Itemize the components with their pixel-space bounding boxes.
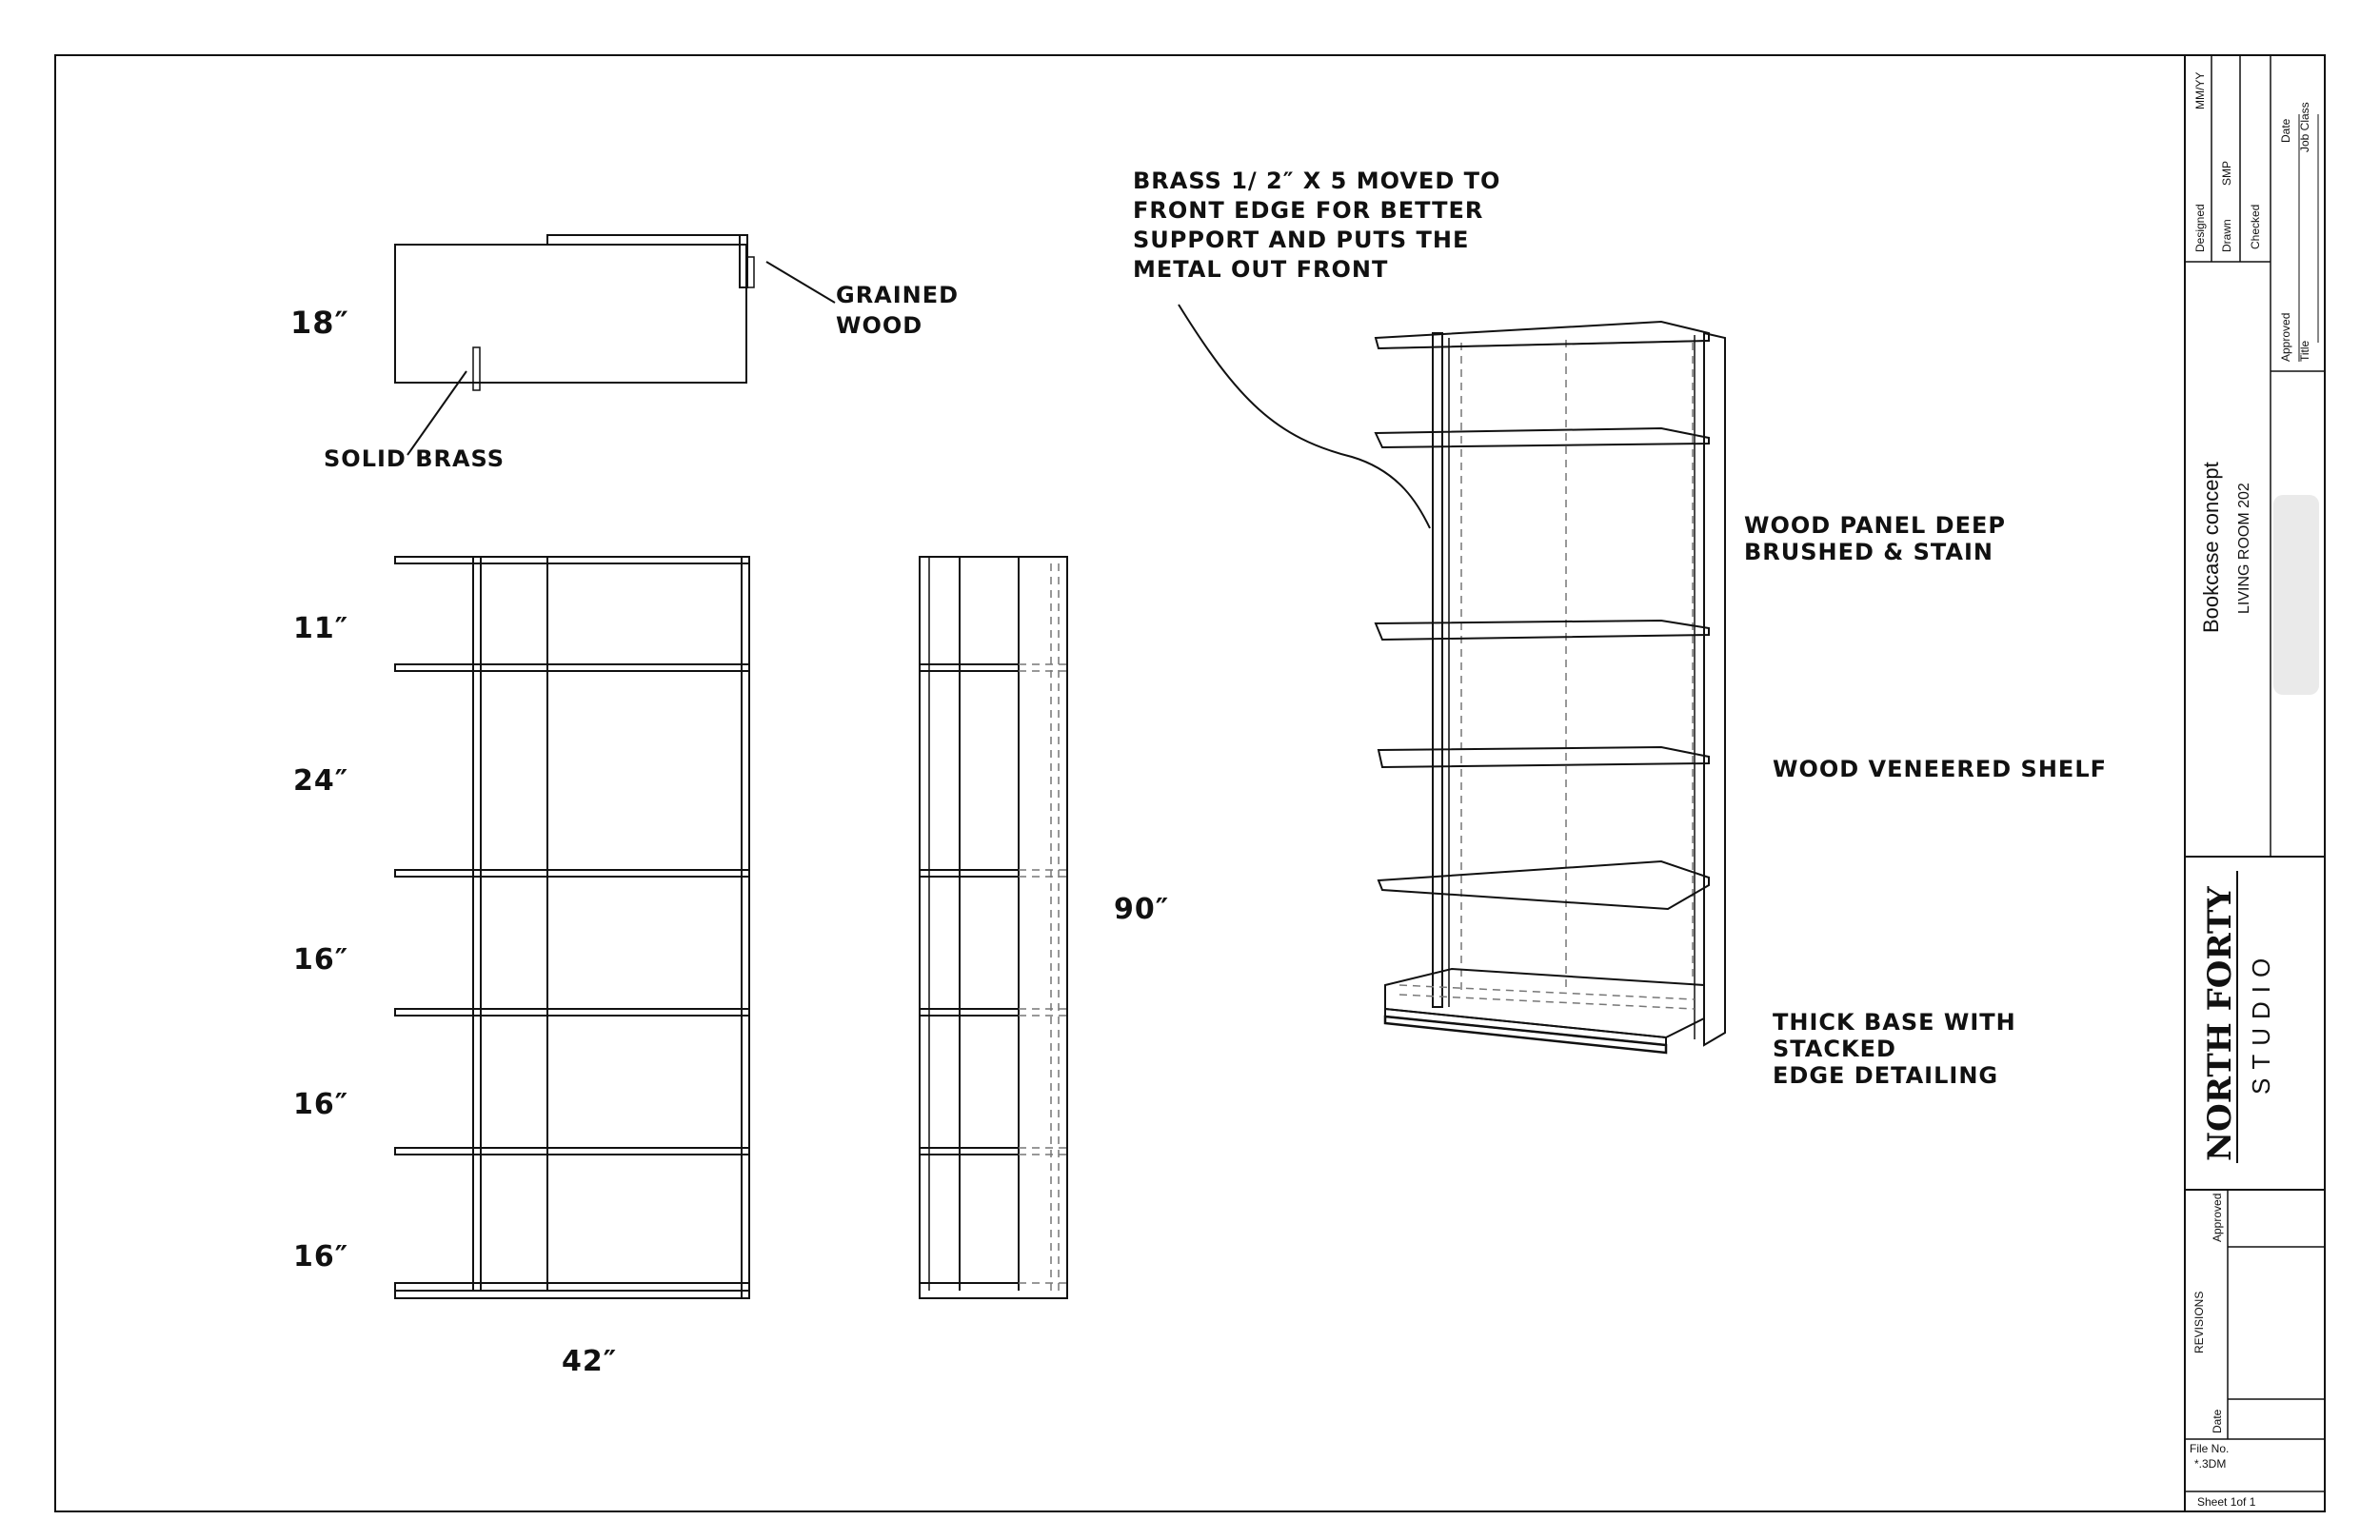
sheet-border bbox=[54, 54, 2326, 1512]
rev-approved-label: Approved bbox=[2211, 1194, 2224, 1242]
base-note-line-3: EDGE DETAILING bbox=[1773, 1062, 1998, 1089]
dim-16-c: 16″ bbox=[293, 1240, 348, 1273]
title-label: Title bbox=[2298, 340, 2311, 362]
brass-note-line-1: BRASS 1/ 2″ X 5 MOVED TO bbox=[1133, 168, 1500, 194]
blurred-client-name bbox=[2273, 495, 2319, 695]
file-no-label: File No. bbox=[2190, 1442, 2229, 1455]
file-no-value: *.3DM bbox=[2194, 1457, 2226, 1471]
approved-label: Approved bbox=[2279, 313, 2292, 362]
brass-note-line-4: METAL OUT FRONT bbox=[1133, 256, 1388, 283]
front-elevation bbox=[394, 556, 750, 1299]
studio-name: NORTH FORTY bbox=[2201, 886, 2239, 1161]
base-note-line-2: STACKED bbox=[1773, 1036, 1896, 1062]
dim-24: 24″ bbox=[293, 764, 348, 798]
project-title: Bookcase concept bbox=[2199, 462, 2223, 633]
grained-wood-label-2: WOOD bbox=[836, 312, 922, 339]
checked-label: Checked bbox=[2249, 205, 2262, 249]
designed-value: MM/YY bbox=[2193, 72, 2207, 109]
dim-11: 11″ bbox=[293, 612, 348, 645]
drawn-value: SMP bbox=[2220, 161, 2233, 186]
project-subtitle: LIVING ROOM 202 bbox=[2236, 483, 2252, 614]
base-note-line-1: THICK BASE WITH bbox=[1773, 1009, 2016, 1036]
dim-16-a: 16″ bbox=[293, 943, 348, 977]
height-dim-90: 90″ bbox=[1114, 893, 1169, 926]
title-block bbox=[2184, 55, 2325, 1511]
date-label: Date bbox=[2279, 118, 2292, 143]
side-elevation bbox=[919, 556, 1068, 1299]
job-class-label: Job Class bbox=[2298, 102, 2311, 152]
studio-sub: STUDIO bbox=[2247, 950, 2275, 1095]
shelf-note: WOOD VENEERED SHELF bbox=[1773, 756, 2107, 782]
drawn-label: Drawn bbox=[2220, 219, 2233, 252]
sheet-label: Sheet 1of 1 bbox=[2197, 1495, 2256, 1509]
brass-note-line-3: SUPPORT AND PUTS THE bbox=[1133, 227, 1469, 253]
brass-note-line-2: FRONT EDGE FOR BETTER bbox=[1133, 197, 1483, 224]
width-dim-42: 42″ bbox=[562, 1345, 617, 1378]
solid-brass-label: SOLID BRASS bbox=[324, 445, 505, 472]
rev-date-label: Date bbox=[2211, 1409, 2224, 1433]
panel-note-line-2: BRUSHED & STAIN bbox=[1744, 539, 1993, 565]
plan-view bbox=[394, 234, 836, 456]
grained-wood-label: GRAINED bbox=[836, 282, 959, 308]
perspective-view bbox=[1178, 304, 1726, 1055]
designed-label: Designed bbox=[2193, 204, 2207, 252]
panel-note-line-1: WOOD PANEL DEEP bbox=[1744, 512, 2006, 539]
plan-depth-dim: 18″ bbox=[290, 305, 349, 341]
revisions-label: REVISIONS bbox=[2192, 1292, 2206, 1353]
dim-16-b: 16″ bbox=[293, 1088, 348, 1121]
